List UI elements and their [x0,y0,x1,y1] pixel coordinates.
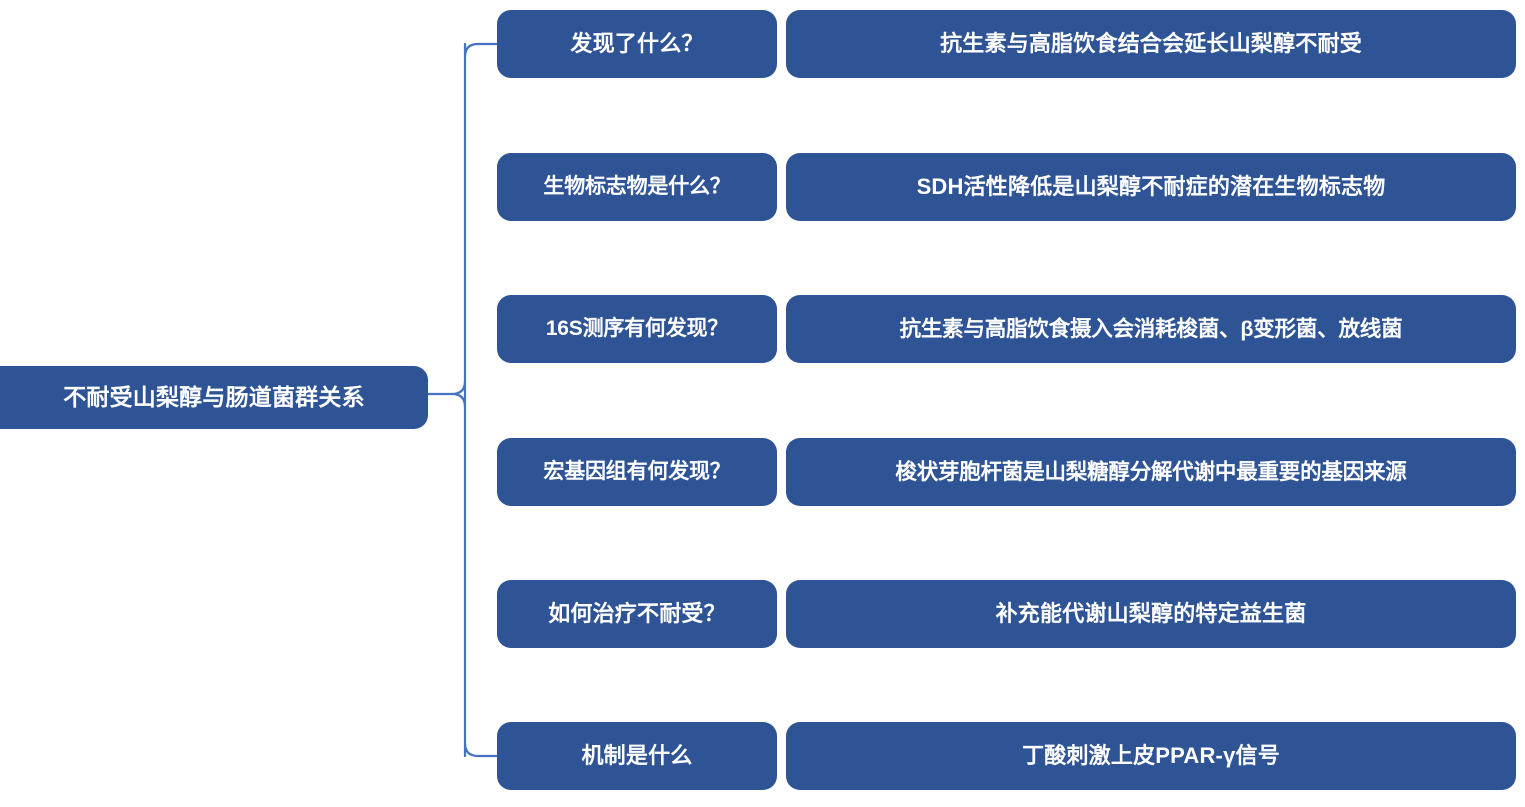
question-node-2-label: 生物标志物是什么？ [543,174,731,198]
question-node-1-label: 发现了什么？ [570,31,704,57]
root-node-label: 不耐受山梨醇与肠道菌群关系 [63,384,365,411]
answer-node-3[interactable]: 抗生素与高脂饮食摄入会消耗梭菌、β变形菌、放线菌 [786,295,1516,363]
answer-node-4-label: 梭状芽胞杆菌是山梨糖醇分解代谢中最重要的基因来源 [895,459,1407,484]
answer-node-2[interactable]: SDH活性降低是山梨醇不耐症的潜在生物标志物 [786,153,1516,221]
question-node-5-label: 如何治疗不耐受？ [548,601,726,627]
answer-node-1-label: 抗生素与高脂饮食结合会延长山梨醇不耐受 [940,31,1362,57]
answer-node-4[interactable]: 梭状芽胞杆菌是山梨糖醇分解代谢中最重要的基因来源 [786,438,1516,506]
connector-root-stub [426,379,467,396]
connector-branch-0 [463,42,499,59]
question-node-6[interactable]: 机制是什么 [497,722,777,790]
question-node-1[interactable]: 发现了什么？ [497,10,777,78]
connector-branch-5 [463,741,499,758]
answer-node-6[interactable]: 丁酸刺激上皮PPAR-γ信号 [786,722,1516,790]
answer-node-2-label: SDH活性降低是山梨醇不耐症的潜在生物标志物 [916,174,1386,200]
answer-node-5[interactable]: 补充能代谢山梨醇的特定益生菌 [786,580,1516,648]
question-node-5[interactable]: 如何治疗不耐受？ [497,580,777,648]
answer-node-3-label: 抗生素与高脂饮食摄入会消耗梭菌、β变形菌、放线菌 [899,316,1403,341]
question-node-4-label: 宏基因组有何发现？ [543,459,731,483]
answer-node-1[interactable]: 抗生素与高脂饮食结合会延长山梨醇不耐受 [786,10,1516,78]
root-node[interactable]: 不耐受山梨醇与肠道菌群关系 [0,366,428,429]
answer-node-5-label: 补充能代谢山梨醇的特定益生菌 [995,601,1307,627]
question-node-4[interactable]: 宏基因组有何发现？ [497,438,777,506]
question-node-3[interactable]: 16S测序有何发现？ [497,295,777,363]
question-node-2[interactable]: 生物标志物是什么？ [497,153,777,221]
connector-root-stub-lower [450,392,467,409]
answer-node-6-label: 丁酸刺激上皮PPAR-γ信号 [1022,743,1280,769]
question-node-6-label: 机制是什么 [581,743,693,769]
question-node-3-label: 16S测序有何发现？ [545,316,729,340]
